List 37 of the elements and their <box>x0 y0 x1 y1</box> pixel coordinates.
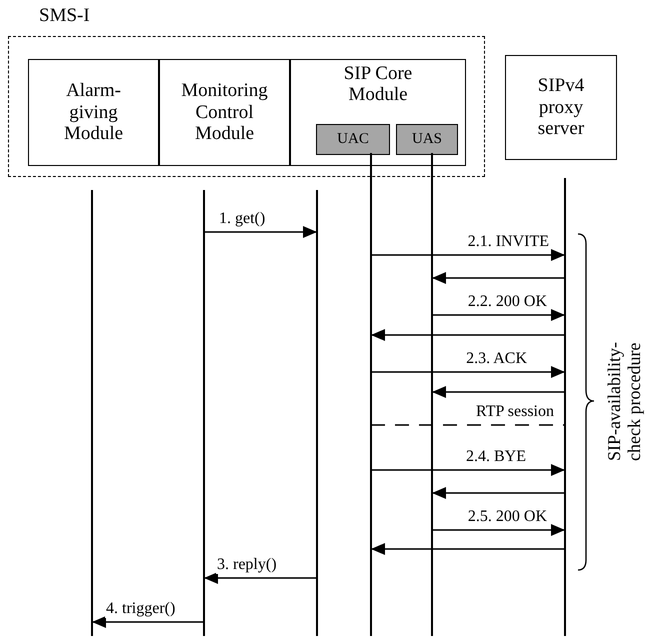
lifeline <box>370 153 372 636</box>
lifeline <box>203 190 205 636</box>
procedure-label: SIP-availability-check procedure <box>604 342 644 464</box>
message-label: 4. trigger() <box>105 600 176 618</box>
message-arrow <box>204 226 317 238</box>
agent-label: UAS <box>412 131 442 148</box>
lifeline <box>316 190 318 636</box>
group-title: SMS-I <box>39 5 90 26</box>
message-arrow <box>371 464 565 476</box>
module-box <box>505 55 617 160</box>
module-box <box>159 59 290 166</box>
lifeline <box>91 190 93 636</box>
agent-label: UAC <box>337 131 369 148</box>
module-box <box>290 59 466 166</box>
message-arrow <box>432 309 565 321</box>
lifeline <box>564 178 566 636</box>
module-box <box>28 59 159 166</box>
message-arrow <box>371 329 565 341</box>
agent-box <box>396 124 458 155</box>
module-label: Monitoring Control Module <box>180 80 269 145</box>
agent-box <box>316 124 390 155</box>
message-arrow <box>204 572 317 584</box>
message-label: 3. reply() <box>216 556 278 574</box>
message-arrow <box>92 616 204 628</box>
message-arrow <box>432 272 565 284</box>
message-arrow <box>371 543 565 555</box>
message-label: 1. get() <box>218 210 266 228</box>
message-arrow <box>371 249 565 261</box>
module-label: Alarm-giving Module <box>62 80 124 145</box>
session-line <box>371 424 565 426</box>
message-arrow <box>371 366 565 378</box>
message-arrow <box>432 386 565 398</box>
module-label: SIP Core Module <box>342 63 414 106</box>
lifeline <box>431 153 433 636</box>
module-label: SIPv4 proxy server <box>536 75 586 140</box>
message-arrow <box>432 524 565 536</box>
message-arrow <box>432 487 565 499</box>
